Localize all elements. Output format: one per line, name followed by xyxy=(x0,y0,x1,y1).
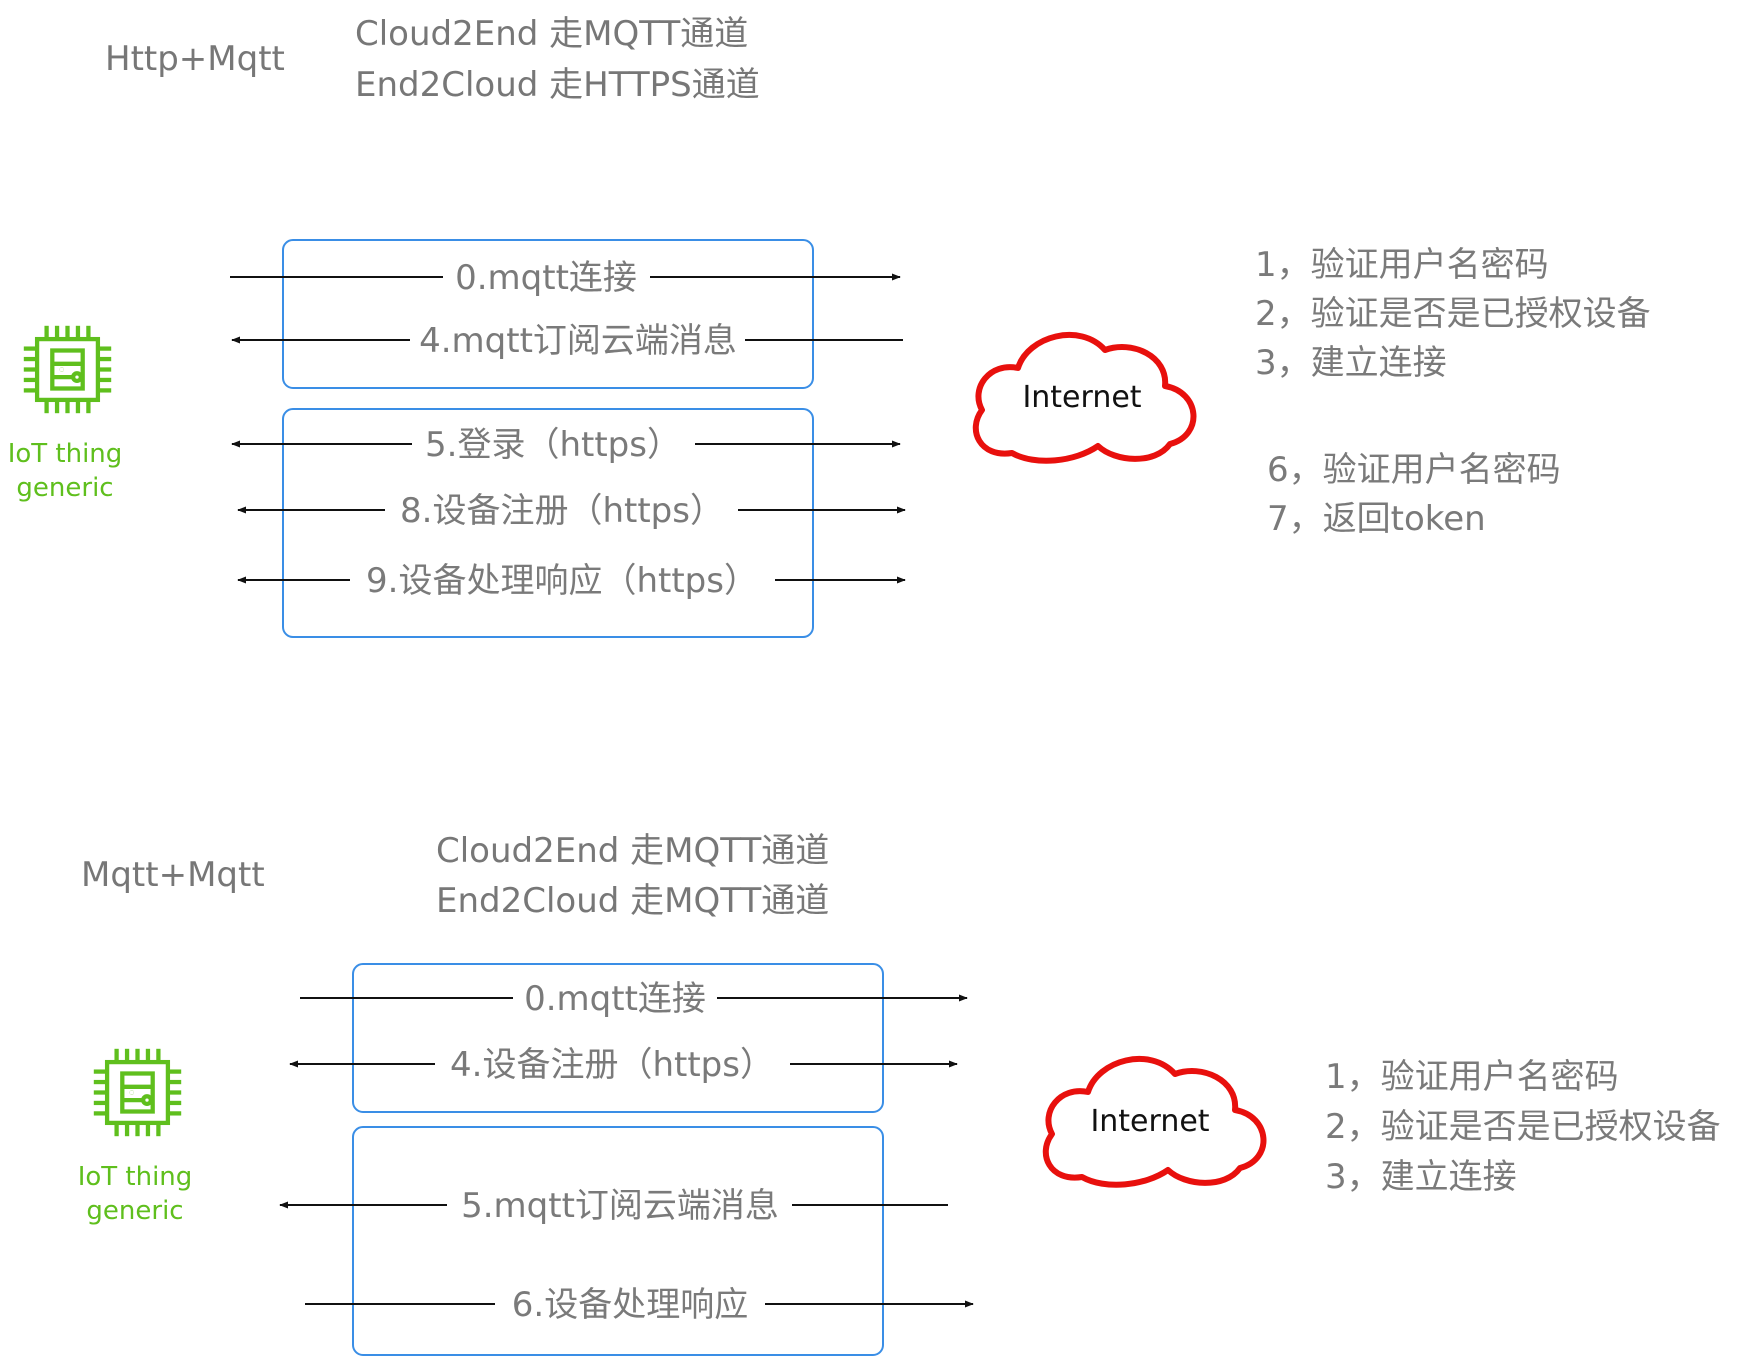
top-device-label-1: IoT thing xyxy=(8,439,123,469)
arrow-label: 6.设备处理响应 xyxy=(512,1285,748,1325)
top-steps-group-2: 6，验证用户名密码 7，返回token xyxy=(1267,450,1561,539)
chip-icon xyxy=(94,1049,181,1136)
top-arrow-device-response: 9.设备处理响应（https） xyxy=(237,561,906,601)
top-device-label-2: generic xyxy=(16,473,113,503)
arrow-label: 9.设备处理响应（https） xyxy=(366,561,758,601)
step-text: 1，验证用户名密码 xyxy=(1325,1057,1619,1097)
chip-icon xyxy=(24,326,111,413)
top-mqtt-channel-box xyxy=(282,239,814,389)
top-steps-group-1: 1，验证用户名密码 2，验证是否是已授权设备 3，建立连接 xyxy=(1255,245,1651,383)
arrow-label: 4.设备注册（https） xyxy=(450,1045,774,1085)
arrow-label: 4.mqtt订阅云端消息 xyxy=(419,321,737,361)
arrow-label: 5.mqtt订阅云端消息 xyxy=(461,1186,779,1226)
top-arrow-device-register: 8.设备注册（https） xyxy=(237,491,906,531)
top-section: Http+Mqtt Cloud2End 走MQTT通道 End2Cloud 走H… xyxy=(8,14,1651,638)
step-text: 2，验证是否是已授权设备 xyxy=(1325,1107,1721,1147)
top-arrow-mqtt-subscribe: 4.mqtt订阅云端消息 xyxy=(231,321,903,361)
bottom-mqtt-connect-box xyxy=(352,963,884,1113)
step-text: 2，验证是否是已授权设备 xyxy=(1255,294,1651,334)
bottom-channel-line-1: Cloud2End 走MQTT通道 xyxy=(436,831,829,871)
bottom-internet-cloud: Internet xyxy=(1042,1056,1267,1188)
top-device: IoT thing generic xyxy=(8,326,123,503)
step-text: 1，验证用户名密码 xyxy=(1255,245,1549,285)
bottom-device-label-1: IoT thing xyxy=(78,1162,193,1192)
top-channel-line-2: End2Cloud 走HTTPS通道 xyxy=(355,65,760,105)
arrow-label: 0.mqtt连接 xyxy=(524,979,706,1019)
bottom-steps-group-1: 1，验证用户名密码 2，验证是否是已授权设备 3，建立连接 xyxy=(1325,1057,1721,1197)
step-text: 6，验证用户名密码 xyxy=(1267,450,1561,490)
bottom-section: Mqtt+Mqtt Cloud2End 走MQTT通道 End2Cloud 走M… xyxy=(78,831,1721,1356)
arrow-label: 0.mqtt连接 xyxy=(455,258,637,298)
bottom-mode-title: Mqtt+Mqtt xyxy=(81,855,265,895)
bottom-arrow-mqtt-subscribe: 5.mqtt订阅云端消息 xyxy=(279,1186,948,1226)
bottom-arrow-mqtt-connect: 0.mqtt连接 xyxy=(300,979,968,1019)
arrow-label: 5.登录（https） xyxy=(425,425,681,465)
top-arrow-login: 5.登录（https） xyxy=(231,425,901,465)
step-text: 3，建立连接 xyxy=(1325,1157,1517,1197)
bottom-device: IoT thing generic xyxy=(78,1049,193,1226)
step-text: 7，返回token xyxy=(1267,499,1486,539)
bottom-mqtt-message-box xyxy=(352,1126,884,1356)
bottom-channel-line-2: End2Cloud 走MQTT通道 xyxy=(436,881,829,921)
cloud-icon xyxy=(1042,1056,1267,1188)
bottom-device-label-2: generic xyxy=(86,1196,183,1226)
top-channel-line-1: Cloud2End 走MQTT通道 xyxy=(355,14,748,54)
top-mode-title: Http+Mqtt xyxy=(105,39,285,79)
bottom-arrow-device-response: 6.设备处理响应 xyxy=(305,1285,974,1325)
arrow-label: 8.设备注册（https） xyxy=(400,491,724,531)
bottom-arrow-device-register: 4.设备注册（https） xyxy=(289,1045,958,1085)
cloud-icon xyxy=(972,332,1197,464)
cloud-label: Internet xyxy=(1022,380,1141,415)
top-https-channel-box xyxy=(282,408,814,638)
top-internet-cloud: Internet xyxy=(972,332,1197,464)
cloud-label: Internet xyxy=(1090,1104,1209,1139)
top-arrow-mqtt-connect: 0.mqtt连接 xyxy=(230,258,901,298)
step-text: 3，建立连接 xyxy=(1255,343,1447,383)
